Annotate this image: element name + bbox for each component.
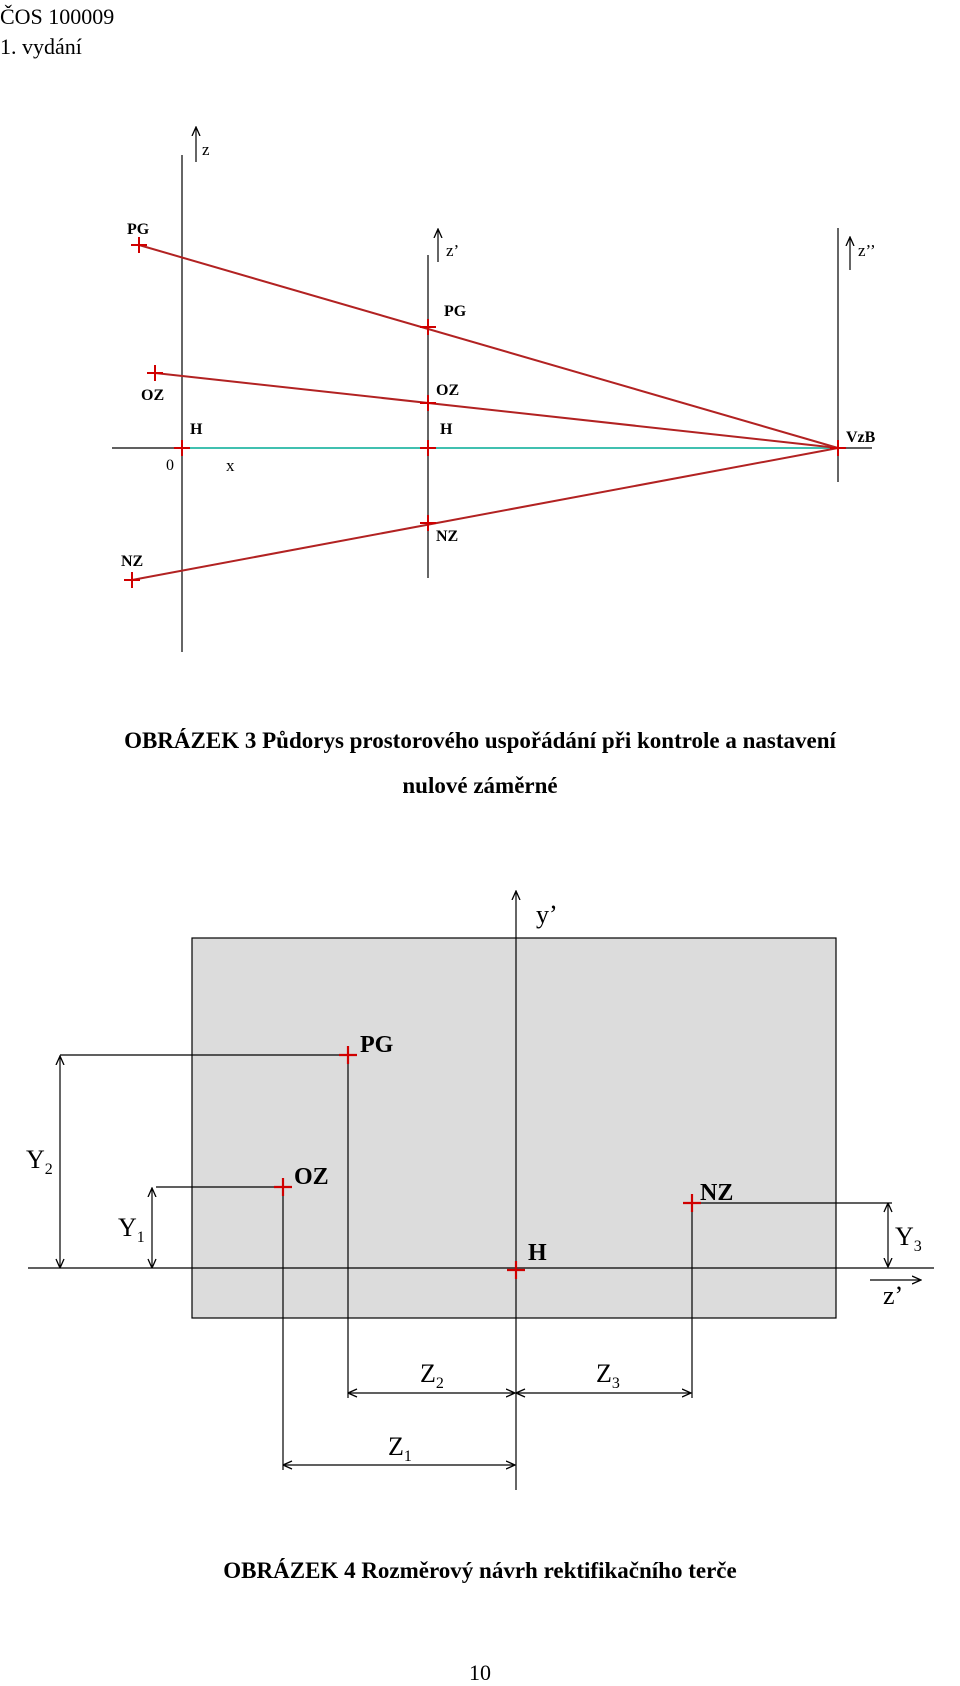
label-dim-y2: Y2 [26, 1145, 53, 1178]
figure-4-caption: OBRÁZEK 4 Rozměrový návrh rektifikačního… [223, 1558, 737, 1583]
mark-pg-2 [420, 319, 436, 335]
mark-h [507, 1261, 525, 1279]
label-pg-2: PG [444, 303, 467, 320]
mark-pg-1 [131, 237, 147, 253]
label-dim-y1: Y1 [118, 1213, 145, 1246]
target-board [191, 937, 837, 1319]
label-nz: NZ [700, 1180, 733, 1206]
mark-oz-1 [147, 365, 163, 381]
label-axis-z: z [202, 140, 210, 159]
mark-nz-2 [420, 515, 436, 531]
label-origin: 0 [166, 457, 174, 474]
mark-h-2 [420, 440, 436, 456]
label-dim-y3: Y3 [895, 1222, 922, 1255]
figure-3-caption-line-1: OBRÁZEK 3 Půdorys prostorového uspořádán… [124, 728, 836, 753]
ray-pg [138, 244, 839, 449]
figure-3-caption-line-2: nulové záměrné [402, 773, 558, 798]
label-pg: PG [360, 1032, 394, 1058]
label-dim-z3: Z3 [596, 1359, 620, 1392]
label-h-2: H [440, 421, 453, 438]
label-h-1: H [190, 421, 203, 438]
label-nz-1: NZ [121, 553, 143, 570]
mark-oz [274, 1178, 292, 1196]
figure-3-plan-view: z z’ z’’ x 0 PG PG OZ OZ H H VzB NZ NZ [112, 128, 876, 652]
label-vzb: VzB [846, 429, 876, 446]
label-oz-2: OZ [436, 382, 459, 399]
ray-nz [131, 447, 839, 581]
mark-vzb [830, 440, 846, 456]
label-oz: OZ [294, 1164, 329, 1190]
document-edition: 1. vydání [0, 34, 82, 59]
mark-nz-1 [124, 572, 140, 588]
mark-pg [339, 1046, 357, 1064]
label-nz-2: NZ [436, 528, 458, 545]
label-dim-z1: Z1 [388, 1432, 412, 1465]
label-h: H [528, 1240, 547, 1266]
label-oz-1: OZ [141, 387, 164, 404]
label-axis-x: x [226, 456, 235, 475]
label-axis-z1: z’ [446, 241, 459, 260]
mark-nz [683, 1194, 701, 1212]
label-axis-z2: z’’ [858, 241, 876, 260]
label-axis-y-prime: y’ [536, 900, 558, 929]
label-axis-z-prime: z’ [883, 1281, 903, 1310]
fig4-marks [274, 1046, 701, 1279]
figure-4-target-layout: y’ z’ PG OZ NZ H Y2 Y1 Y3 Z2 Z3 Z1 [26, 892, 934, 1490]
fig3-marks [124, 237, 846, 588]
document-standard-id: ČOS 100009 [0, 4, 115, 29]
mark-oz-2 [420, 395, 436, 411]
page-number: 10 [469, 1660, 491, 1685]
label-pg-1: PG [127, 221, 150, 238]
ray-oz [154, 372, 839, 449]
label-dim-z2: Z2 [420, 1359, 444, 1392]
mark-h-1 [174, 440, 190, 456]
